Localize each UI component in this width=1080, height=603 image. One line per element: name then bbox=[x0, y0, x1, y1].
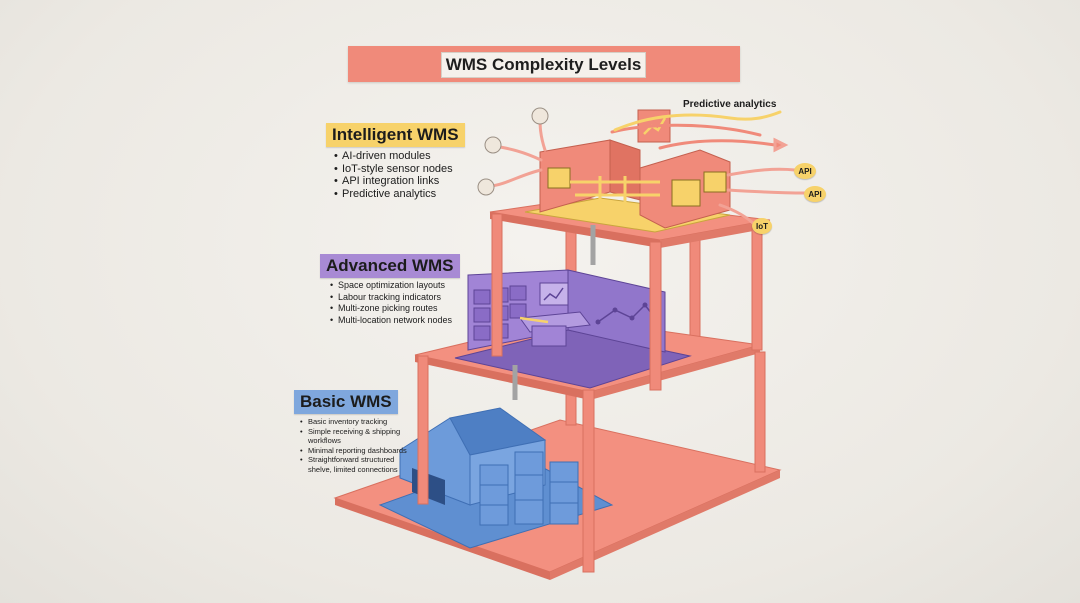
list-item: Minimal reporting dashboards bbox=[300, 446, 412, 456]
list-item: Multi-zone picking routes bbox=[330, 303, 452, 315]
list-item: AI-driven modules bbox=[334, 150, 453, 163]
intelligent-feature-list: AI-driven modules IoT-style sensor nodes… bbox=[334, 150, 453, 200]
sensor-icons bbox=[477, 107, 549, 196]
list-item: Labour tracking indicators bbox=[330, 292, 452, 304]
list-item: IoT-style sensor nodes bbox=[334, 163, 453, 176]
api-tag: API bbox=[794, 163, 816, 179]
diagram-title: WMS Complexity Levels bbox=[441, 52, 646, 78]
advanced-wms-label: Advanced WMS bbox=[320, 254, 460, 278]
list-item: Predictive analytics bbox=[334, 188, 453, 201]
basic-wms-label: Basic WMS bbox=[294, 390, 398, 414]
title-banner: WMS Complexity Levels bbox=[348, 46, 740, 82]
api-tag: API bbox=[804, 186, 826, 202]
list-item: Multi-location network nodes bbox=[330, 315, 452, 327]
list-item: API integration links bbox=[334, 175, 453, 188]
list-item: Straightforward structured shelve, limit… bbox=[300, 455, 412, 474]
intelligent-modules bbox=[477, 107, 807, 265]
basic-shelving bbox=[479, 451, 579, 526]
list-item: Basic inventory tracking bbox=[300, 417, 412, 427]
intelligent-wms-label: Intelligent WMS bbox=[326, 123, 465, 147]
advanced-feature-list: Space optimization layouts Labour tracki… bbox=[330, 280, 452, 326]
list-item: Space optimization layouts bbox=[330, 280, 452, 292]
predictive-analytics-callout: Predictive analytics bbox=[683, 99, 777, 110]
list-item: Simple receiving & shipping workflows bbox=[300, 427, 412, 446]
iot-tag: IoT bbox=[752, 218, 772, 234]
basic-feature-list: Basic inventory tracking Simple receivin… bbox=[300, 417, 412, 475]
frame-posts-front bbox=[417, 213, 766, 573]
